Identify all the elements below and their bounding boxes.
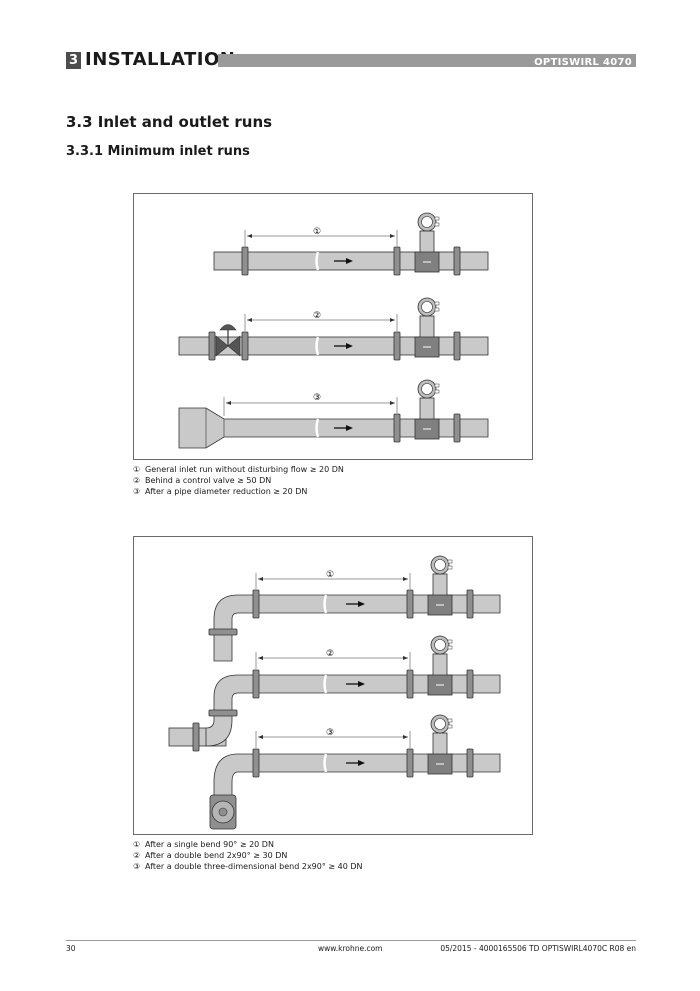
header-bar: OPTISWIRL 4070	[218, 54, 636, 68]
product-name: OPTISWIRL 4070	[534, 57, 632, 68]
figure2-diagram: ① ②	[168, 555, 501, 830]
footer-website[interactable]: www.krohne.com	[318, 944, 383, 953]
fig2-marker-1: ①	[326, 570, 334, 580]
fig2-row2-double-bend: ②	[168, 635, 501, 752]
fig1-marker-2: ②	[313, 311, 321, 321]
footer-divider	[66, 940, 636, 941]
fig2-row3-3d-bend: ③	[209, 714, 501, 830]
figure1-diagram: ① ②	[178, 212, 489, 449]
page-header: 3 INSTALLATION OPTISWIRL 4070	[66, 49, 636, 70]
figure-inlet-runs-1: ① ②	[133, 193, 533, 460]
chapter-number: 3	[66, 52, 81, 69]
fig2-marker-2: ②	[326, 649, 334, 659]
fig1-marker-1: ①	[313, 227, 321, 237]
fig2-marker-3: ③	[326, 728, 334, 738]
subsection-title: 3.3.1 Minimum inlet runs	[66, 144, 250, 159]
row2-pipe-with-valve: ②	[178, 297, 489, 361]
fig1-marker-3: ③	[313, 393, 321, 403]
chapter-title: INSTALLATION	[85, 49, 236, 70]
fig2-row1-single-bend: ①	[208, 555, 501, 662]
row1-pipe: ①	[213, 212, 489, 276]
row3-pipe-reduction: ③	[178, 379, 489, 449]
footer-docref: 05/2015 - 4000165506 TD OPTISWIRL4070C R…	[440, 944, 636, 953]
figure-inlet-runs-2: ① ②	[133, 536, 533, 835]
page-number: 30	[66, 944, 76, 953]
section-title: 3.3 Inlet and outlet runs	[66, 113, 273, 131]
